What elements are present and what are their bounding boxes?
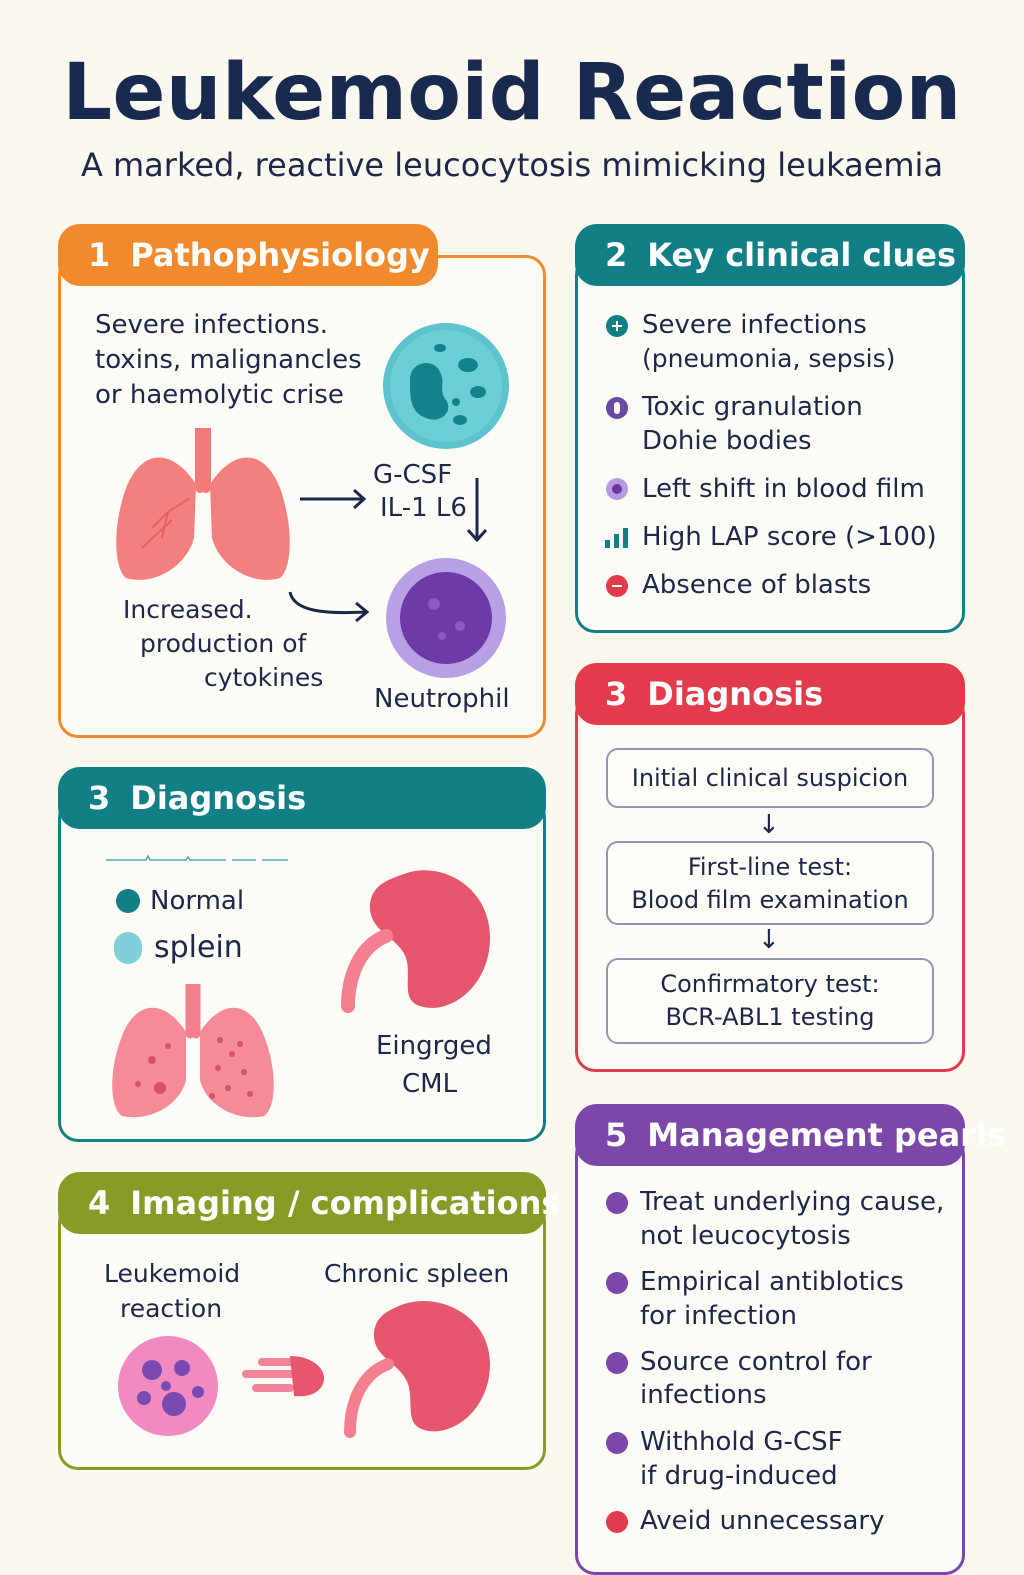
curved-arrow-icon: [288, 591, 370, 623]
dot-circle-icon: [606, 478, 628, 500]
production-line: Increased.: [123, 595, 253, 624]
clinical-clues-panel: [575, 255, 965, 633]
pearl-line: Withhold G-CSF: [640, 1427, 843, 1457]
diagnosis-right-header: 3 Diagnosis: [575, 663, 965, 725]
spotted-lungs-icon: [112, 984, 274, 1118]
section-title: Key clinical clues: [647, 236, 956, 274]
section-number: 3: [88, 779, 111, 817]
pearl-line: Source control for: [640, 1347, 872, 1377]
page-subtitle: A marked, reactive leucocytosis mimickin…: [80, 146, 944, 184]
legend-light-dot: [114, 932, 142, 964]
section-title: Pathophysiology: [130, 236, 430, 274]
clue-line: High LAP score (>100): [642, 522, 937, 552]
causes-line: or haemolytic crise: [95, 380, 344, 410]
pill-bullet-icon: [606, 1272, 628, 1294]
imaging-label: Chronic spleen: [324, 1259, 510, 1288]
minus-circle-icon: [606, 575, 628, 597]
clinical-clues-header: 2 Key clinical clues: [575, 224, 965, 286]
flow-step-text: Blood film examination: [631, 886, 909, 914]
causes-line: toxins, malignancles: [95, 345, 362, 375]
flow-step-text: Confirmatory test:: [660, 970, 880, 998]
legend-label: Normal: [150, 886, 245, 916]
cell-label: Neutrophil: [374, 684, 510, 714]
lungs-icon: [116, 428, 290, 580]
right-arrow-icon: [300, 488, 367, 510]
flow-step-confirmatory: Confirmatory test: BCR-ABL1 testing: [606, 958, 934, 1044]
clue-line: Toxic granulation: [642, 392, 863, 422]
imaging-header: 4 Imaging / complications: [58, 1172, 560, 1234]
warning-bullet-icon: [606, 1511, 628, 1533]
arrow-bullet-icon: [606, 1192, 628, 1214]
production-line: cytokines: [204, 663, 324, 692]
flow-step-text: First-line test:: [687, 853, 853, 881]
leukemoid-cell-icon: [118, 1336, 218, 1436]
down-arrow-icon: [466, 478, 488, 543]
section-title: Diagnosis: [130, 779, 307, 817]
pearl-line: Aveid unnecessary: [640, 1506, 885, 1536]
clue-line: Left shift in blood film: [642, 474, 925, 504]
legend-label: splein: [154, 930, 243, 965]
flow-step-suspicion: Initial clinical suspicion: [606, 748, 934, 808]
section-title: Management pearls: [647, 1116, 1006, 1154]
pathophysiology-header: 1 Pathophysiology: [58, 224, 438, 286]
flow-step-text: BCR-ABL1 testing: [665, 1003, 875, 1031]
page-title: Leukemoid Reaction: [62, 48, 962, 138]
section-number: 3: [605, 675, 628, 713]
macrophage-cell-icon: [383, 323, 509, 449]
flow-step-first-line: First-line test: Blood film examination: [606, 841, 934, 925]
pearl-line: Empirical antiblotics: [640, 1267, 904, 1297]
diagnosis-left-header: 3 Diagnosis: [58, 767, 546, 829]
enlarged-spleen-icon: [341, 870, 490, 1013]
section-title: Diagnosis: [647, 675, 824, 713]
chronic-spleen-icon: [344, 1300, 490, 1438]
pearl-line: not leucocytosis: [640, 1221, 851, 1251]
granule-icon: [606, 397, 628, 419]
faint-scale-line: [106, 854, 288, 861]
clue-line: (pneumonia, sepsis): [642, 344, 896, 373]
stop-bullet-icon: [606, 1432, 628, 1454]
section-number: 5: [605, 1116, 628, 1154]
imaging-label: reaction: [120, 1294, 223, 1323]
section-title: Imaging / complications: [130, 1184, 561, 1222]
cytokine-label: G-CSF: [373, 460, 453, 490]
pearl-line: if drug-induced: [640, 1461, 838, 1491]
pearl-line: for infection: [640, 1301, 797, 1331]
flow-down-arrow: ↓: [758, 925, 780, 955]
flow-down-arrow: ↓: [758, 810, 780, 840]
management-header: 5 Management pearls: [575, 1104, 1006, 1166]
bar-chart-icon: [605, 528, 628, 548]
imaging-label: Leukemoid: [104, 1259, 241, 1288]
pearl-line: Treat underlying cause,: [640, 1187, 945, 1217]
transition-arrow-icon: [242, 1356, 324, 1397]
causes-line: Severe infections.: [95, 310, 329, 340]
cytokine-label: IL-1 L6: [380, 493, 467, 523]
production-line: production of: [140, 629, 307, 658]
flow-step-text: Initial clinical suspicion: [631, 764, 909, 792]
legend-dark-dot: [116, 889, 140, 913]
organ-label: CML: [402, 1069, 458, 1099]
section-number: 2: [605, 236, 628, 274]
check-bullet-icon: [606, 1352, 628, 1374]
organ-label: Eingrged: [376, 1031, 492, 1061]
clue-line: Absence of blasts: [642, 570, 872, 600]
pearl-line: infections: [640, 1380, 767, 1410]
clue-line: Dohie bodies: [642, 426, 812, 456]
clue-line: Severe infections: [642, 310, 867, 340]
section-number: 4: [88, 1184, 111, 1222]
neutrophil-cell-icon: [386, 558, 506, 678]
plus-circle-icon: [606, 315, 628, 337]
section-number: 1: [88, 236, 111, 274]
